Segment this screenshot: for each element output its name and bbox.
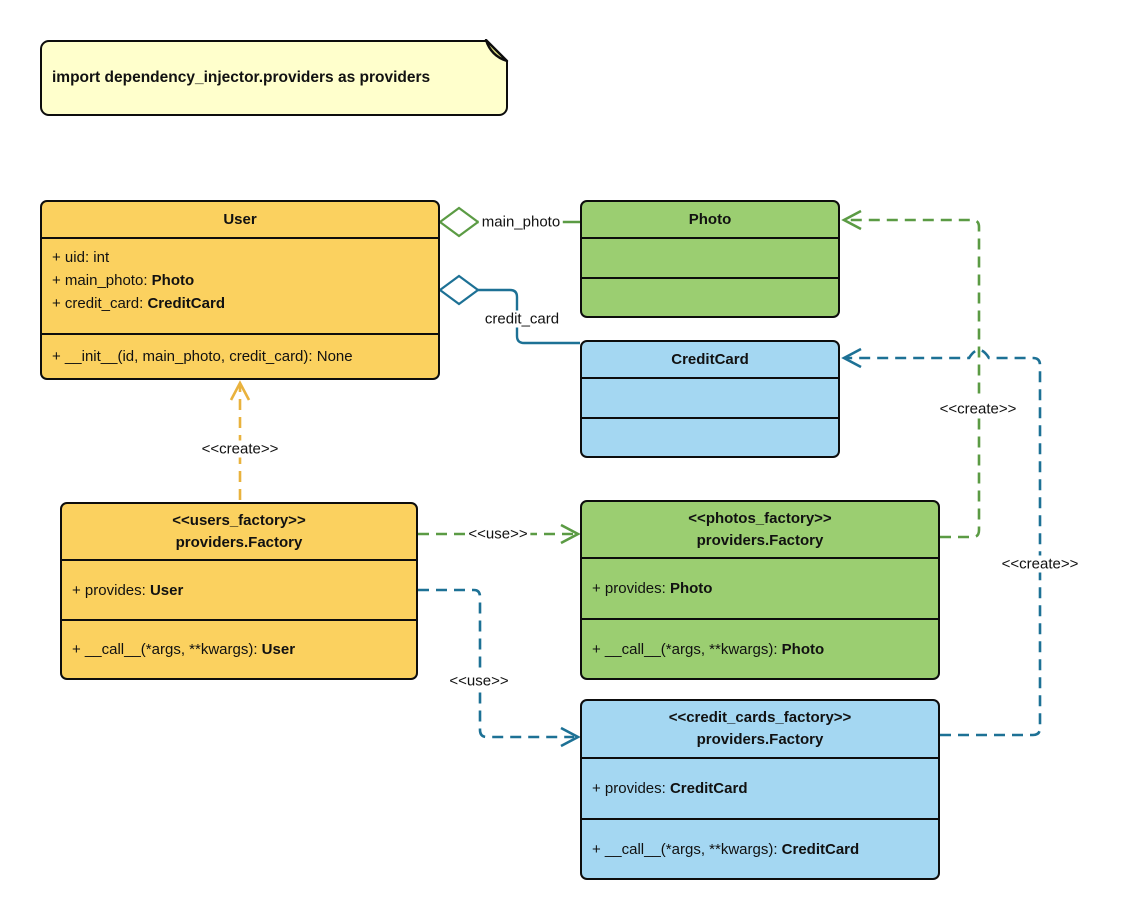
note-text: import dependency_injector.providers as … (52, 69, 431, 86)
class-credit-cards-factory-stereotype: <<credit_cards_factory>> (668, 709, 852, 726)
edge-label-credit-card: credit_card (481, 310, 563, 328)
class-user-header: User (42, 202, 438, 237)
class-photos-factory-stereotype: <<photos_factory>> (688, 509, 832, 527)
class-user-title: User (223, 210, 257, 228)
attribute-credit-card: + credit_card: CreditCard (52, 295, 225, 312)
class-credit-cards-factory-header: <<credit_cards_factory>> providers.Facto… (582, 701, 938, 757)
class-photos-factory-methods: + __call__(*args, **kwargs): Photo (582, 618, 938, 678)
class-credit-cards-factory: <<credit_cards_factory>> providers.Facto… (580, 699, 940, 880)
attribute-provides: + provides: User (72, 581, 184, 599)
edge-label-create-credit-card: <<create>> (998, 555, 1082, 573)
class-users-factory-header: <<users_factory>> providers.Factory (62, 504, 416, 559)
class-photo-methods (582, 277, 838, 316)
method-call: + __call__(*args, **kwargs): User (72, 641, 296, 658)
edge-label-use-credit-cards: <<use>> (446, 672, 512, 690)
edge-create-photo-line (846, 218, 981, 539)
aggregation-diamond-main-photo (438, 206, 480, 238)
class-users-factory-methods: + __call__(*args, **kwargs): User (62, 619, 416, 678)
arrowhead-use-credit-cards (560, 726, 581, 748)
attribute-provides: + provides: CreditCard (592, 780, 748, 797)
class-photo-title: Photo (688, 210, 732, 228)
note-fold-icon (484, 39, 509, 63)
class-photo-header: Photo (582, 202, 838, 237)
edge-use-credit-cards-line (418, 588, 574, 739)
class-credit-cards-factory-attributes: + provides: CreditCard (582, 757, 938, 818)
arrowhead-use-photos (560, 523, 581, 545)
arrowhead-create-user (229, 380, 251, 401)
arrowhead-create-credit-card (841, 347, 862, 369)
edge-label-main-photo: main_photo (478, 213, 564, 231)
aggregation-diamond-credit-card (438, 274, 480, 306)
class-photos-factory-header: <<photos_factory>> providers.Factory (582, 502, 938, 557)
class-user-attributes: + uid: int + main_photo: Photo + credit_… (42, 237, 438, 333)
attribute-provides: + provides: Photo (592, 580, 713, 597)
class-credit-card-attributes (582, 377, 838, 417)
class-user-methods: + __init__(id, main_photo, credit_card):… (42, 333, 438, 378)
class-photos-factory-title: providers.Factory (696, 531, 824, 549)
class-user: User + uid: int + main_photo: Photo + cr… (40, 200, 440, 380)
arrowhead-create-photo (841, 209, 862, 231)
class-users-factory-stereotype: <<users_factory>> (172, 511, 306, 529)
class-photos-factory-attributes: + provides: Photo (582, 557, 938, 618)
method-call: + __call__(*args, **kwargs): CreditCard (592, 840, 860, 858)
class-credit-cards-factory-methods: + __call__(*args, **kwargs): CreditCard (582, 818, 938, 878)
note-import-providers: import dependency_injector.providers as … (40, 39, 509, 116)
class-credit-card-header: CreditCard (582, 342, 838, 377)
class-credit-card-methods (582, 417, 838, 456)
class-photos-factory: <<photos_factory>> providers.Factory + p… (580, 500, 940, 680)
attribute-uid: + uid: int (52, 249, 110, 266)
edge-label-create-photo: <<create>> (936, 400, 1020, 418)
class-users-factory-attributes: + provides: User (62, 559, 416, 619)
class-users-factory: <<users_factory>> providers.Factory + pr… (60, 502, 418, 680)
class-credit-card-title: CreditCard (671, 350, 749, 368)
class-users-factory-title: providers.Factory (175, 533, 303, 551)
class-photo: Photo (580, 200, 840, 318)
class-photo-attributes (582, 237, 838, 277)
edge-label-use-photos: <<use>> (465, 525, 531, 543)
edge-label-create-user: <<create>> (198, 440, 282, 458)
class-credit-cards-factory-title: providers.Factory (696, 731, 824, 748)
attribute-main-photo: + main_photo: Photo (52, 272, 195, 289)
class-credit-card: CreditCard (580, 340, 840, 458)
method-call: + __call__(*args, **kwargs): Photo (592, 640, 825, 658)
method-init: + __init__(id, main_photo, credit_card):… (52, 348, 353, 365)
